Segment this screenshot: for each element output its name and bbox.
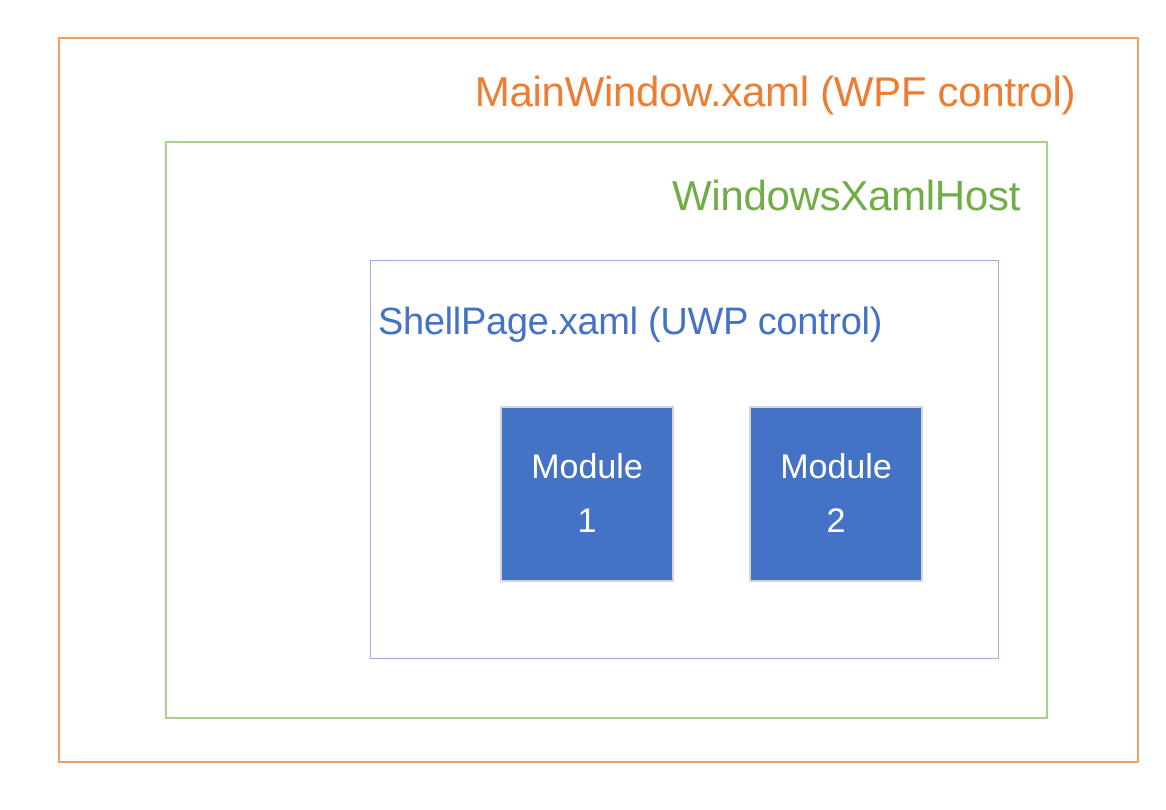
module-1-box: Module 1 (500, 406, 674, 582)
shell-page-label: ShellPage.xaml (UWP control) (377, 301, 883, 343)
shell-page-uwp-box (370, 260, 999, 659)
module-2-name: Module (780, 447, 892, 486)
module-1-name: Module (531, 447, 643, 486)
windows-xaml-host-label: WindowsXamlHost (672, 172, 1020, 219)
module-1-number: 1 (577, 502, 597, 540)
module-2-number: 2 (826, 502, 846, 540)
main-window-wpf-box (58, 37, 1139, 763)
main-window-label: MainWindow.xaml (WPF control) (474, 68, 1076, 115)
module-2-box: Module 2 (749, 406, 923, 582)
windows-xaml-host-box (165, 141, 1048, 719)
